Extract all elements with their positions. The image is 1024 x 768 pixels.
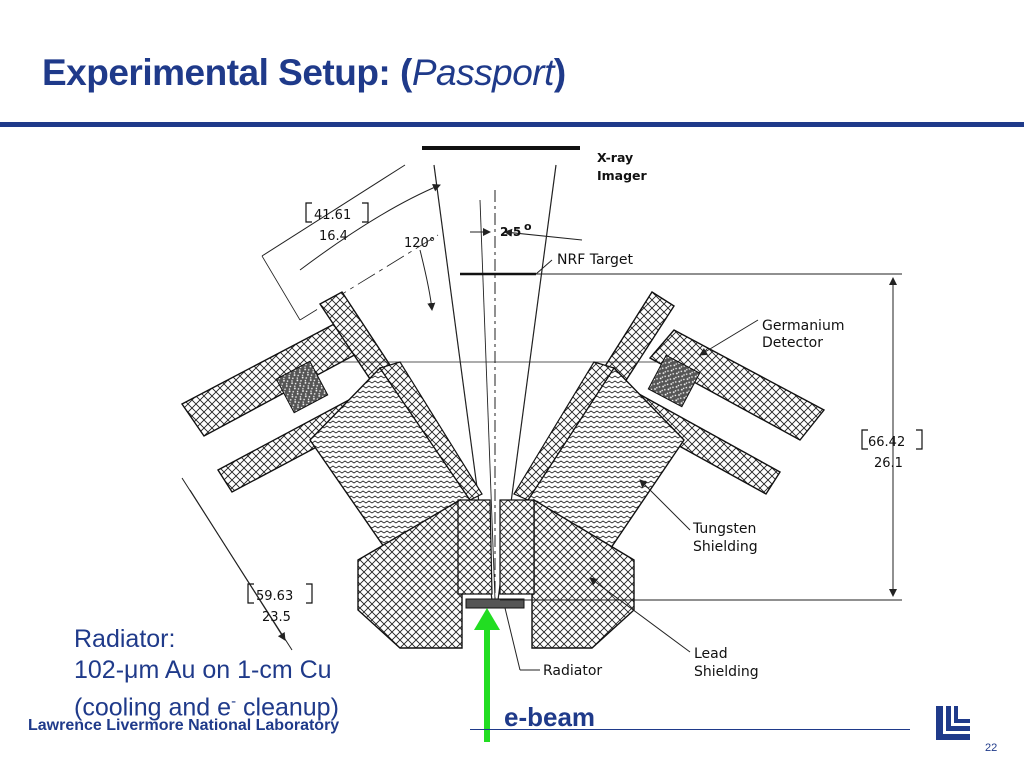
llnl-logo-icon [932,702,976,742]
footer-lab-name: Lawrence Livermore National Laboratory [28,717,340,734]
svg-text:26.1: 26.1 [874,456,903,471]
label-tungsten-2: Shielding [693,539,758,555]
svg-text:23.5: 23.5 [262,610,291,625]
radiator-note-line2: 102-μm Au on 1-cm Cu [74,656,332,684]
right-detector-assembly [513,291,826,649]
radiator-block [465,598,525,609]
left-germanium-crystal [275,360,329,414]
label-germanium-2: Detector [762,335,823,351]
label-angle-2-5-deg: o [524,220,532,233]
left-detector-assembly [180,291,483,649]
label-xray-2: Imager [597,168,648,183]
svg-text:66.42: 66.42 [868,435,905,450]
label-nrf-target: NRF Target [557,252,634,268]
label-angle-2-5: 2.5 [500,225,521,239]
label-xray-1: X-ray [597,150,633,165]
ebeam-label: e-beam [504,702,596,732]
radiator-note-line1: Radiator: [74,625,176,653]
label-germanium-1: Germanium [762,318,844,334]
dimension-41-61: 41.61 16.4 [305,202,369,244]
right-germanium-crystal [647,354,701,408]
dimension-59-63: 59.63 23.5 [247,583,313,625]
radiator-note: Radiator: 102-μm Au on 1-cm Cu (cooling … [74,624,339,723]
radiator-note-line3: (cooling and e- cleanup) [74,693,339,722]
svg-text:16.4: 16.4 [319,229,348,244]
page-number: 22 [985,742,998,754]
label-lead-2: Shielding [694,664,759,680]
svg-text:59.63: 59.63 [256,589,293,604]
label-lead-1: Lead [694,646,728,662]
slide-title: Experimental Setup: (Passport) [42,52,566,93]
title-italic: Passport [411,52,555,93]
footer-divider [470,729,910,730]
dimension-66-42: 66.42 26.1 [861,429,923,471]
title-divider [0,122,1024,127]
svg-text:41.61: 41.61 [314,208,351,223]
label-tungsten-1: Tungsten [692,521,756,537]
label-radiator: Radiator [543,663,602,679]
ebeam-arrow [474,608,500,742]
label-angle-120: 120° [404,236,435,251]
